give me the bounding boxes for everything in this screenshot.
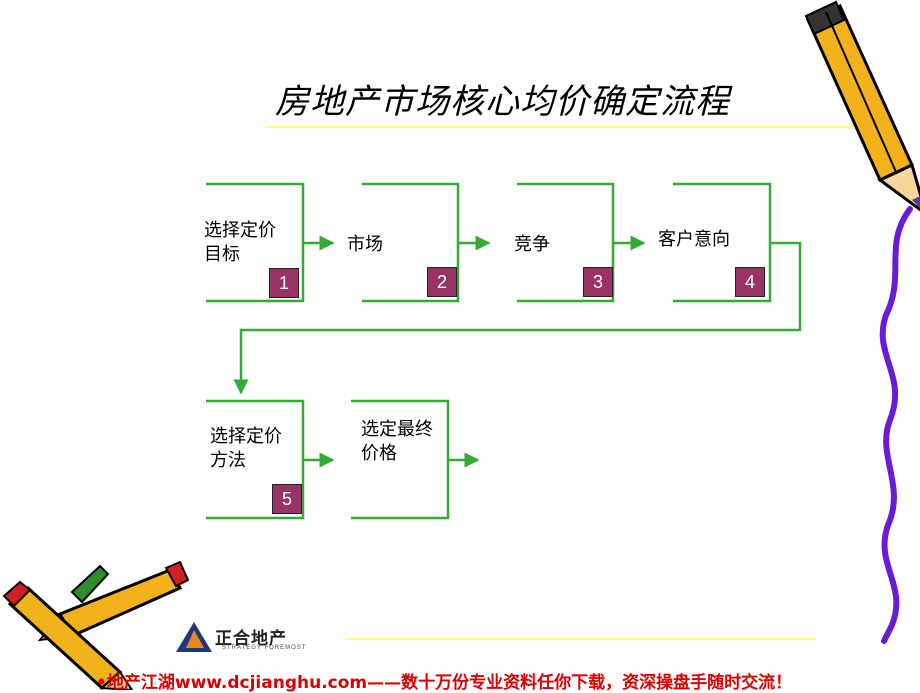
step-6-label: 选定最终 价格: [361, 418, 451, 466]
crossed-pencils-icon: [2, 560, 190, 690]
company-logo-icon: [176, 622, 212, 652]
step-5-line2: 方法: [210, 450, 246, 471]
step-4-bracket: [673, 182, 772, 303]
arrow-4-5: [233, 241, 802, 395]
logo-name: 正合地产: [215, 629, 287, 649]
slide-title: 房地产市场核心均价确定流程: [275, 82, 730, 122]
step-1-bracket: [206, 182, 305, 303]
logo-tagline: STRATEGY FOREMOST: [222, 645, 307, 651]
step-6-bracket: [351, 399, 450, 520]
step-6-line2: 价格: [361, 443, 397, 464]
title-underline: [265, 126, 880, 128]
step-2-badge: 2: [427, 267, 457, 297]
step-3-label: 竞争: [514, 234, 550, 255]
footer-rule: [345, 638, 815, 640]
step-1-badge: 1: [269, 268, 299, 298]
step-4-badge: 4: [735, 267, 765, 297]
footer-banner: •地产江湖www.dcjianghu.com——数十万份专业资料任你下载，资深操…: [96, 673, 793, 693]
step-1-line2: 目标: [204, 244, 240, 265]
step-3-bracket: [517, 182, 615, 303]
step-5-line1: 选择定价: [210, 426, 282, 447]
step-5-label: 选择定价 方法: [210, 425, 300, 473]
step-2-label: 市场: [347, 234, 383, 255]
step-6-line1: 选定最终: [361, 419, 433, 440]
step-5-badge: 5: [272, 484, 302, 514]
pencil-icon: [804, 0, 920, 212]
step-2-bracket: [362, 182, 460, 303]
purple-squiggle-icon: [879, 206, 913, 644]
step-1-label: 选择定价 目标: [204, 219, 294, 267]
step-1-line1: 选择定价: [204, 220, 276, 241]
step-3-badge: 3: [583, 267, 613, 297]
step-4-label: 客户意向: [658, 229, 730, 250]
step-5-bracket: [206, 399, 305, 520]
